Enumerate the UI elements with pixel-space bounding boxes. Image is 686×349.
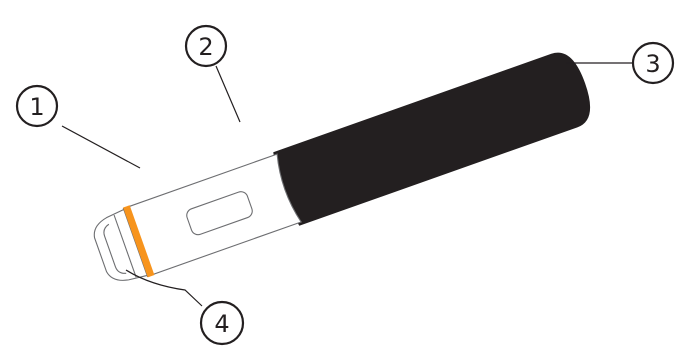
pen-end-cap-detail xyxy=(103,223,127,274)
leader-line-2 xyxy=(215,65,241,123)
callout-circle-1 xyxy=(15,84,59,128)
callout-circle-3 xyxy=(631,41,675,85)
callout-1: 1 xyxy=(15,84,59,128)
leader-line-4 xyxy=(125,269,203,307)
orange-ring-band xyxy=(123,205,155,278)
pen-front-housing xyxy=(122,153,302,278)
pen-end-cap-seam xyxy=(113,214,137,278)
callout-label-4: 4 xyxy=(214,310,229,338)
callout-circle-2 xyxy=(184,24,228,68)
pen-device xyxy=(93,52,591,281)
callout-label-2: 2 xyxy=(198,33,213,61)
callout-label-1: 1 xyxy=(29,93,44,121)
pen-body-dark xyxy=(273,52,591,226)
callout-2: 2 xyxy=(184,24,228,68)
callout-circle-4 xyxy=(199,300,245,346)
callout-label-3: 3 xyxy=(645,50,660,78)
pen-end-cap xyxy=(93,208,148,281)
leader-line-1 xyxy=(61,125,141,169)
callout-3: 3 xyxy=(631,41,675,85)
callout-4: 4 xyxy=(199,300,245,346)
inspection-window xyxy=(186,191,253,236)
